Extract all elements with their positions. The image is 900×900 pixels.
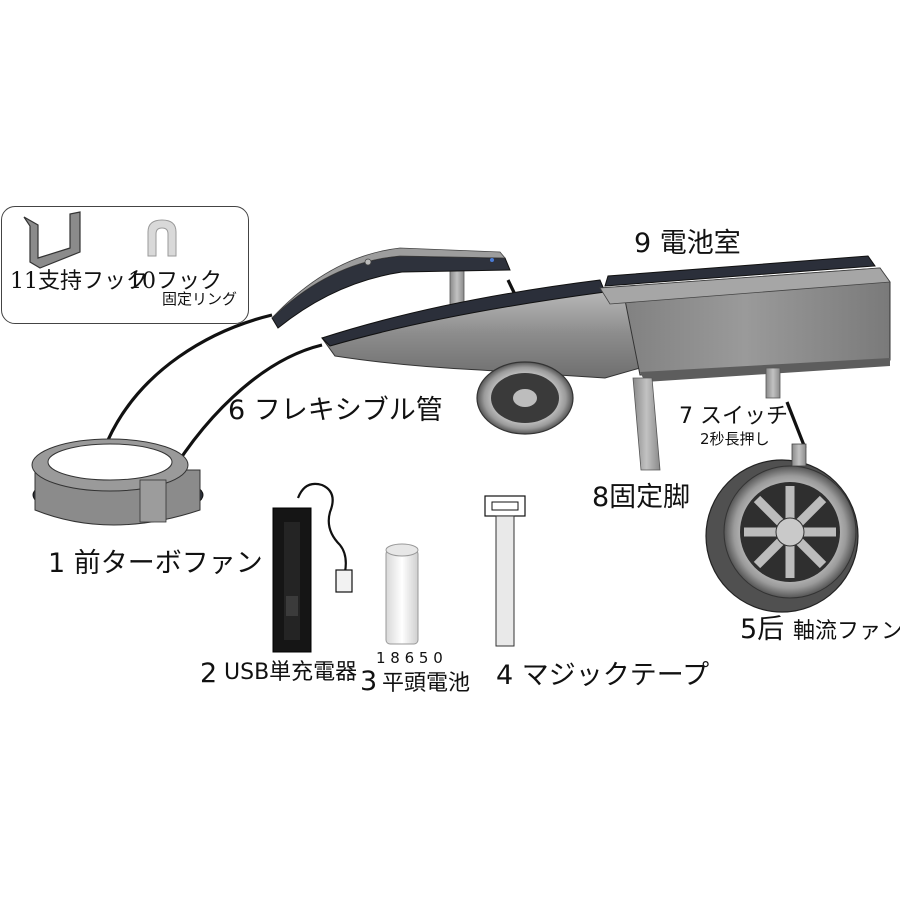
switch-label: 7 スイッチ (679, 404, 788, 429)
fixed-legs (632, 367, 781, 471)
flexible-tube-label: 6 フレキシブル管 (228, 395, 443, 426)
fixed-legs-label: 8固定脚 (592, 482, 691, 513)
usb-charger-number: 2 (200, 658, 218, 689)
battery-model: 1 8 6 5 0 (376, 649, 443, 667)
mounted-fan-icon (476, 361, 574, 435)
hook-ring-label: 10フック (128, 269, 222, 294)
flat-battery-number: 3 (360, 666, 378, 697)
battery-compartment-label: 9 電池室 (634, 228, 741, 259)
front-turbo-fan-label: 1 前ターボファン (48, 548, 263, 579)
support-hook-icon (23, 211, 81, 269)
axial-fan-icon (705, 443, 859, 613)
velcro-tape-icon (484, 495, 526, 647)
usb-charger-icon (272, 482, 353, 653)
front-turbo-fan-icon (31, 438, 204, 526)
hook-ring-icon (147, 219, 177, 257)
axial-fan-number: 5后 (740, 614, 785, 645)
axial-fan-name: 軸流ファン (793, 619, 900, 644)
accessory-inset-box (1, 206, 249, 324)
battery-icon (385, 543, 419, 645)
hook-ring-label-sub: 固定リング (162, 290, 238, 308)
main-body (321, 255, 891, 382)
switch-note: 2秒長押し (700, 430, 770, 448)
flat-battery-name: 平頭電池 (382, 671, 471, 696)
velcro-tape-label: 4 マジックテープ (496, 660, 710, 691)
usb-charger-name: USB単充電器 (224, 660, 358, 685)
support-hook-label: 11支持フック (10, 269, 148, 294)
